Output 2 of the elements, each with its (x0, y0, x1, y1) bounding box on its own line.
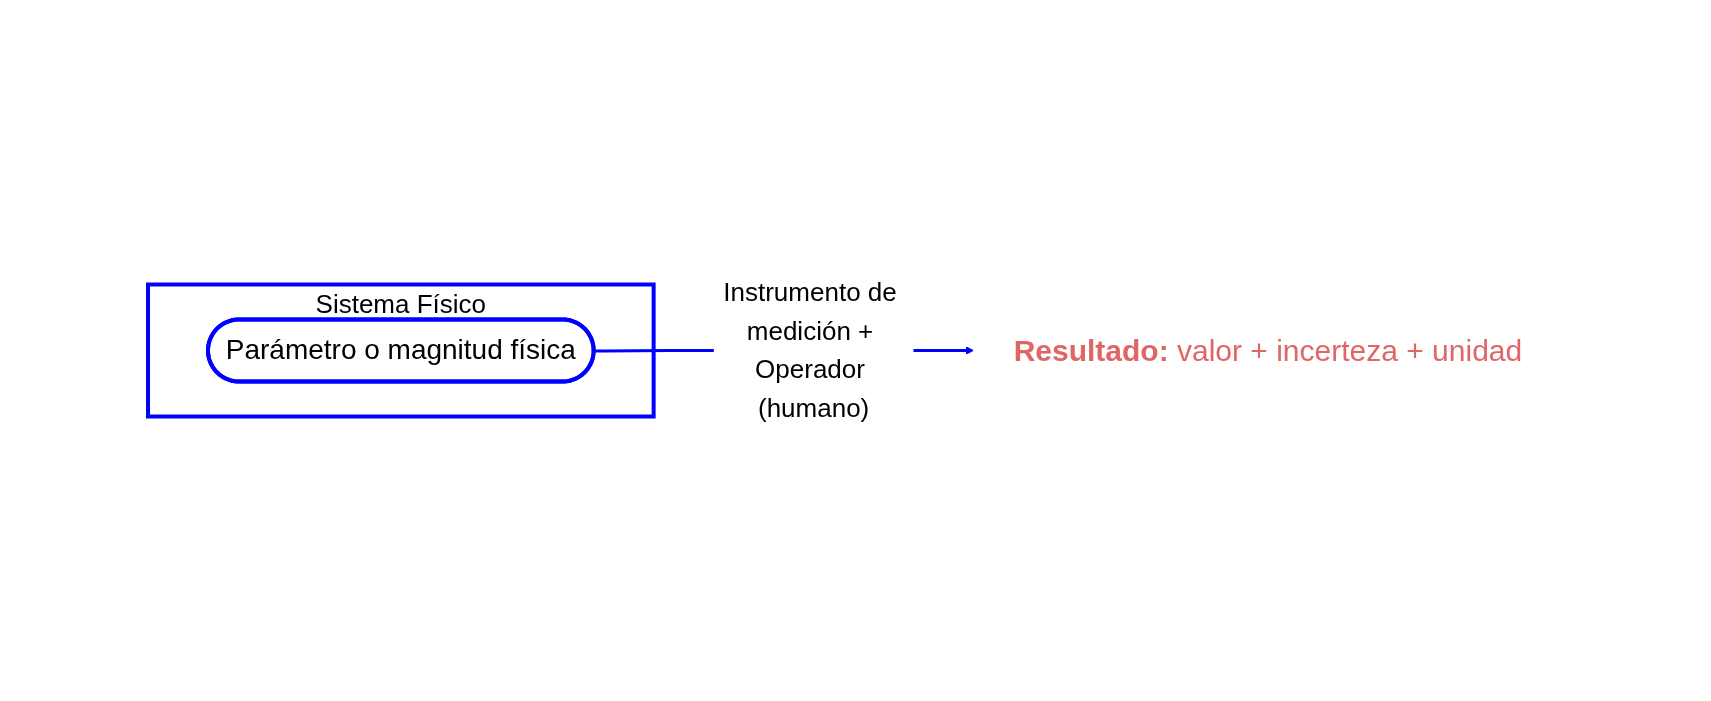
node-text: Resultado: valor + incerteza + unidad (1014, 334, 1523, 367)
edge-label: Instrumento de medición + Operador (humano) (723, 276, 898, 424)
